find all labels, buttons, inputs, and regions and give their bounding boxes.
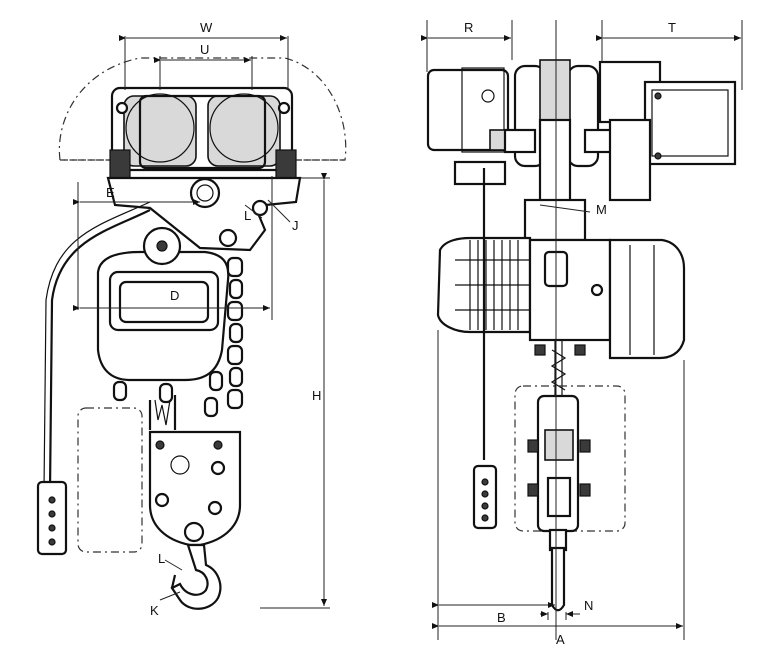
dimension-label-E: E	[106, 185, 115, 200]
dimension-label-L-hook: L	[158, 551, 165, 566]
side-view	[421, 20, 743, 640]
dimension-label-R: R	[464, 20, 473, 35]
cooling-fins	[455, 240, 530, 330]
dimension-label-B: B	[497, 610, 506, 625]
dimension-label-W: W	[200, 20, 213, 35]
dimension-label-U: U	[200, 42, 209, 57]
front-view	[36, 35, 347, 610]
dimension-label-T: T	[668, 20, 676, 35]
dimension-label-J: J	[292, 218, 299, 233]
dimension-label-A: A	[556, 632, 565, 647]
dimension-label-M: M	[596, 202, 607, 217]
dimension-label-D: D	[170, 288, 179, 303]
dimension-label-L-top: L	[244, 208, 251, 223]
dimension-label-K: K	[150, 603, 159, 618]
load-chain	[112, 256, 244, 430]
dimension-label-N: N	[584, 598, 593, 613]
dimension-label-H: H	[312, 388, 321, 403]
